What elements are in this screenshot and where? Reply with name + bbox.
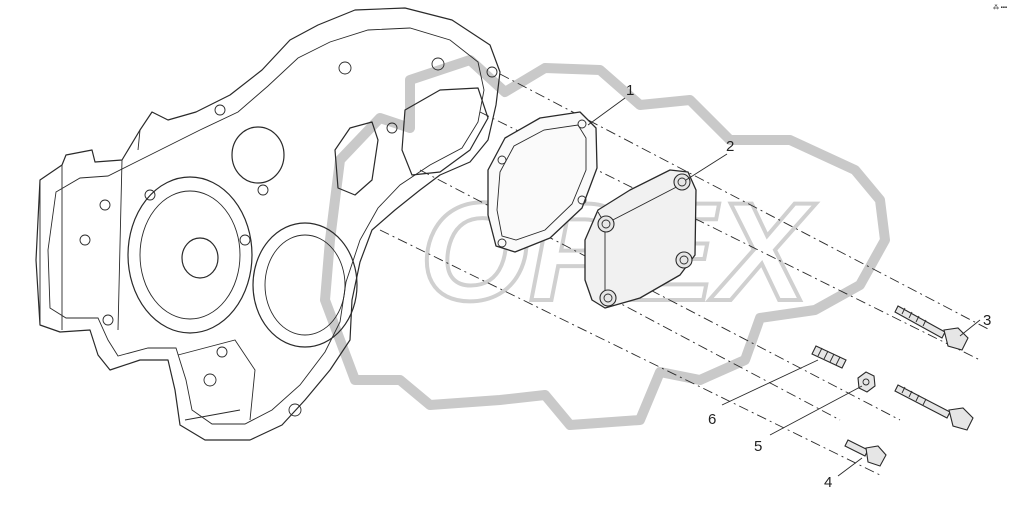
housing-rib [117, 129, 141, 331]
housing-mounting-pad [401, 87, 489, 176]
short-bolt-part [844, 439, 887, 467]
housing-bore-left [127, 176, 253, 334]
long-bolt-part-2 [894, 384, 974, 431]
housing-lower-boss [177, 339, 256, 421]
housing-upper-bore [231, 126, 285, 184]
callout-3: 3 [983, 312, 991, 329]
housing-inner-rim [47, 27, 485, 425]
long-bolt-part [894, 305, 969, 351]
callout-6: 6 [708, 411, 716, 428]
assembly-centerlines [379, 73, 991, 476]
timing-housing [35, 7, 501, 441]
gasket-part [487, 111, 598, 253]
callout-5: 5 [754, 438, 762, 455]
nut-part [857, 371, 876, 393]
stud-part [811, 345, 847, 369]
housing-bore-right [252, 222, 358, 348]
callout-2: 2 [726, 138, 734, 155]
cover-plate-holes [597, 173, 693, 307]
callout-1: 1 [626, 82, 634, 99]
callout-4: 4 [824, 474, 832, 491]
leader-lines [587, 97, 981, 477]
housing-bore-left-inner [139, 190, 241, 320]
corner-mark: ⁂ ▪▪▪ [993, 5, 1007, 11]
cover-plate-part [584, 169, 697, 309]
housing-outline [35, 7, 501, 441]
housing-hub [181, 237, 219, 279]
housing-bolt-holes [79, 57, 498, 417]
watermark-gear [320, 55, 890, 430]
housing-flange-left [39, 165, 63, 330]
housing-bore-right-inner [264, 234, 346, 336]
housing-small-cover [334, 121, 379, 196]
